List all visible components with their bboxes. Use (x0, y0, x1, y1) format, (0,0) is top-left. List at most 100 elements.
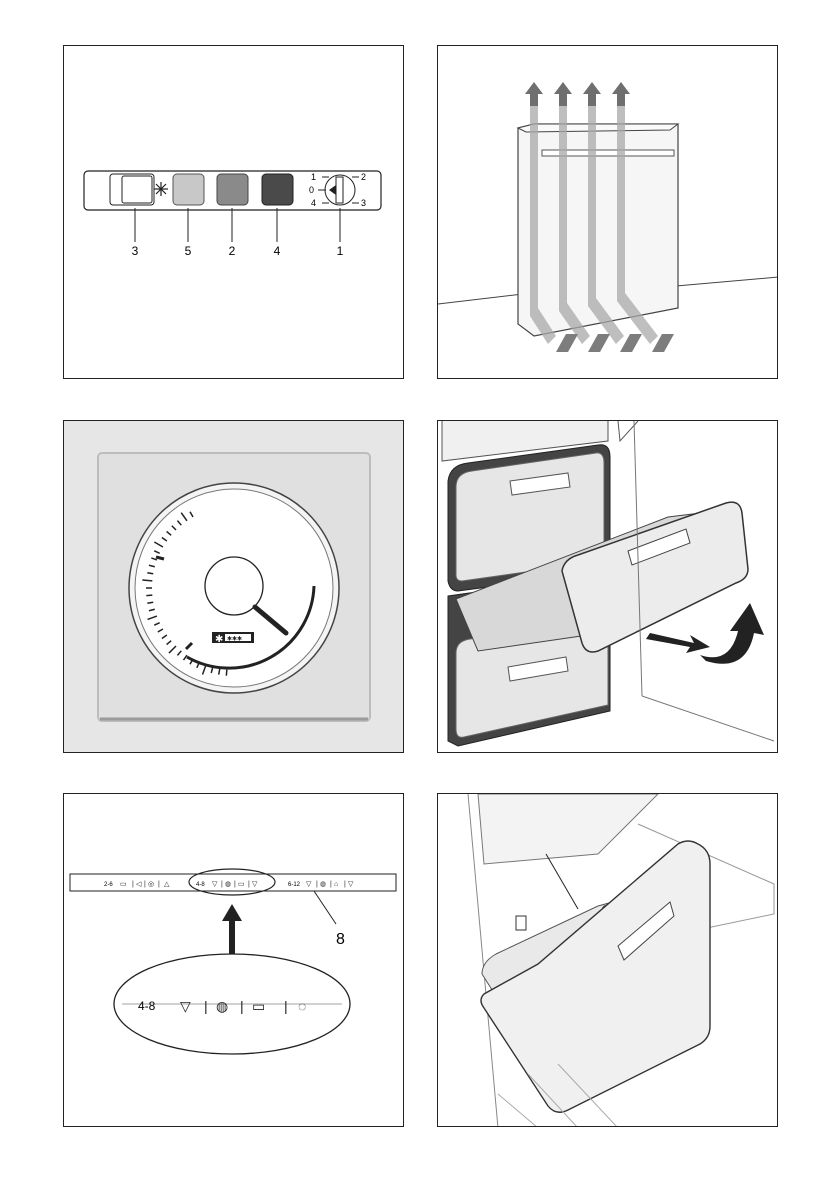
svg-text:▭: ▭ (252, 998, 265, 1014)
svg-text:|: | (316, 881, 318, 888)
svg-text:◍: ◍ (216, 998, 228, 1014)
dial-mark-0: 0 (309, 185, 314, 195)
upper-drawer-handle[interactable] (509, 472, 571, 496)
zoom-range-4-8: 4-8 (138, 999, 156, 1013)
lift-arrow-icon (700, 603, 764, 664)
temperature-dial-figure: ✱ ✱✱✱ (63, 420, 404, 753)
svg-text:△: △ (164, 881, 170, 888)
dial-tick (189, 658, 194, 665)
dial-mark-3: 3 (361, 198, 366, 208)
svg-text:◌: ◌ (298, 998, 306, 1014)
dial-mark-1: 1 (311, 172, 316, 182)
dial-tick (176, 650, 182, 656)
dial-tick (146, 594, 153, 597)
svg-text:▽: ▽ (252, 881, 258, 888)
dial-tick (142, 579, 153, 582)
callout-3: 3 (132, 244, 139, 258)
zoom-food-icons: ▽|◍|▭|◌ (180, 998, 306, 1014)
svg-text:◎: ◎ (148, 881, 154, 888)
dial-tick (157, 628, 164, 633)
svg-text:▽: ▽ (180, 998, 191, 1014)
dial-scale-ticks (142, 511, 228, 676)
shelf-label-drawing: 2-6 ▭|◁|◎|△ 4-8 ▽|◍|▭|▽ 6-12 ▽|◍|⌂|▽ 8 4… (69, 868, 397, 1055)
pull-out-arrow-icon (646, 633, 710, 653)
callout-8: 8 (336, 931, 345, 948)
dial-tick (171, 525, 177, 531)
svg-text:|: | (234, 881, 236, 888)
dial-tick (182, 654, 188, 661)
dial-tick (176, 520, 182, 526)
svg-text:▽: ▽ (348, 881, 354, 888)
svg-text:▭: ▭ (238, 881, 245, 888)
svg-text:◍: ◍ (320, 881, 326, 888)
control-panel-figure: 1 2 0 4 3 3 5 2 4 1 (63, 45, 404, 379)
range-6-12: 6-12 (288, 882, 301, 888)
magnifier-icon (204, 556, 264, 616)
dial-tick (196, 662, 201, 669)
up-arrow-icon (525, 82, 630, 106)
dial-tick (189, 511, 194, 518)
dial-scale-arc (186, 585, 316, 670)
drawer-front[interactable] (480, 840, 711, 1113)
callout-1: 1 (337, 244, 344, 258)
dial-tick (153, 550, 160, 555)
dial-tick (147, 615, 158, 621)
dial-tick (153, 541, 164, 548)
highlight-ellipse (188, 868, 276, 896)
indicator-lamp-2 (216, 173, 249, 206)
food-icons-left: ▭|◁|◎|△ (120, 881, 170, 888)
indicator-lamp-4 (261, 173, 294, 206)
svg-text:|: | (240, 998, 244, 1014)
dial-tick (217, 668, 221, 675)
drawer-handle[interactable] (617, 901, 675, 961)
dial-tick (180, 512, 188, 522)
svg-text:|: | (144, 881, 146, 888)
svg-text:▽: ▽ (212, 881, 218, 888)
dial-tick (161, 634, 168, 640)
svg-text:|: | (344, 881, 346, 888)
dial-tick (147, 601, 154, 605)
svg-text:|: | (248, 881, 250, 888)
airflow-arrows (530, 88, 658, 344)
callout-5: 5 (185, 244, 192, 258)
dial-drawing: ✱ ✱✱✱ (97, 452, 371, 722)
drawer-removal-figure (437, 420, 778, 753)
dial-tick (151, 557, 158, 561)
up-arrow-icon (222, 904, 242, 921)
dial-tick (225, 669, 228, 676)
svg-text:▽: ▽ (306, 881, 312, 888)
dial-tick (148, 608, 155, 612)
floor-air-stripes (556, 334, 674, 352)
crisper-drawer-figure (437, 793, 778, 1127)
ventilation-figure (437, 45, 778, 379)
dial-mark-2: 2 (361, 172, 366, 182)
drawer-removal-drawing (438, 421, 777, 752)
drawer-front[interactable] (561, 501, 749, 653)
svg-text:|: | (204, 998, 208, 1014)
door-handle (541, 149, 675, 157)
dial-tick (166, 640, 172, 646)
shelf-label-strip (69, 873, 397, 892)
svg-text:✱: ✱ (215, 634, 223, 645)
dial-tick (147, 571, 154, 575)
range-2-6: 2-6 (104, 882, 113, 888)
dial-tick (201, 664, 207, 675)
shelf-label-figure: 2-6 ▭|◁|◎|△ 4-8 ▽|◍|▭|▽ 6-12 ▽|◍|⌂|▽ 8 4… (63, 793, 404, 1127)
dial-tick (210, 667, 214, 674)
svg-text:◍: ◍ (225, 881, 231, 888)
indicator-lamp-5 (172, 173, 205, 206)
svg-text:|: | (158, 881, 160, 888)
dial-tick (161, 536, 168, 542)
svg-text:✱✱✱: ✱✱✱ (227, 636, 242, 643)
food-icons-right: ▽|◍|⌂|▽ (306, 881, 354, 888)
main-switch-button[interactable] (109, 173, 155, 206)
dial-mark-4: 4 (311, 198, 316, 208)
callout-4: 4 (274, 244, 281, 258)
crisper-drawer-drawing (467, 794, 775, 1126)
range-4-8: 4-8 (196, 882, 205, 888)
callout-2: 2 (229, 244, 236, 258)
drawer-latch (515, 915, 527, 931)
svg-text:|: | (221, 881, 223, 888)
svg-text:◁: ◁ (136, 881, 142, 888)
svg-text:|: | (132, 881, 134, 888)
